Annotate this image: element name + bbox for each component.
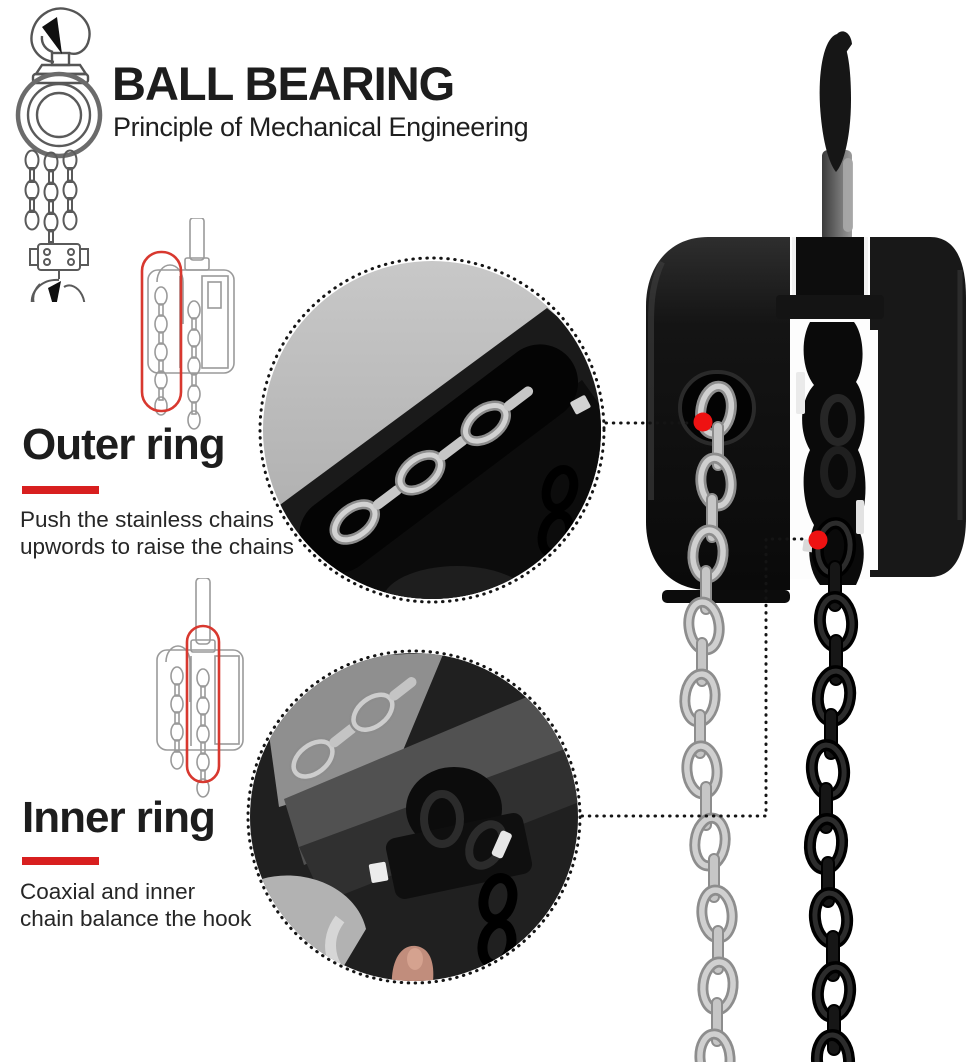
page-title: BALL BEARING — [112, 57, 455, 110]
marker-dot-outer — [693, 412, 713, 432]
outer-ring-zoom-photo — [258, 256, 606, 604]
outer-chain-highlight-box — [140, 250, 183, 413]
inner-ring-description: Coaxial and inner chain balance the hook — [20, 879, 252, 931]
hoist-body — [646, 237, 966, 603]
chain-hoist-line-drawing-icon — [15, 7, 103, 302]
outer-ring-underline — [22, 486, 99, 494]
black-chain — [808, 521, 854, 1062]
inner-ring-heading: Inner ring — [22, 793, 216, 842]
inner-ring-underline — [22, 857, 99, 865]
hook-latch — [42, 17, 62, 54]
hoist-sideview-outer-highlight-icon — [140, 218, 235, 430]
inner-chain-highlight-box — [185, 624, 221, 784]
top-hook — [819, 31, 853, 242]
marker-dot-inner — [808, 530, 828, 550]
dotted-circle-border — [258, 256, 606, 604]
page-subtitle: Principle of Mechanical Engineering — [113, 112, 529, 142]
dotted-circle-border — [246, 649, 582, 985]
hook-latch — [48, 281, 61, 302]
hoist-sideview-inner-highlight-icon — [156, 578, 244, 798]
chain-hoist-photo — [646, 31, 966, 1062]
outer-ring-description: Push the stainless chains upwords to rai… — [20, 507, 294, 559]
outer-ring-heading: Outer ring — [22, 420, 226, 469]
inner-ring-zoom-photo — [246, 649, 582, 985]
